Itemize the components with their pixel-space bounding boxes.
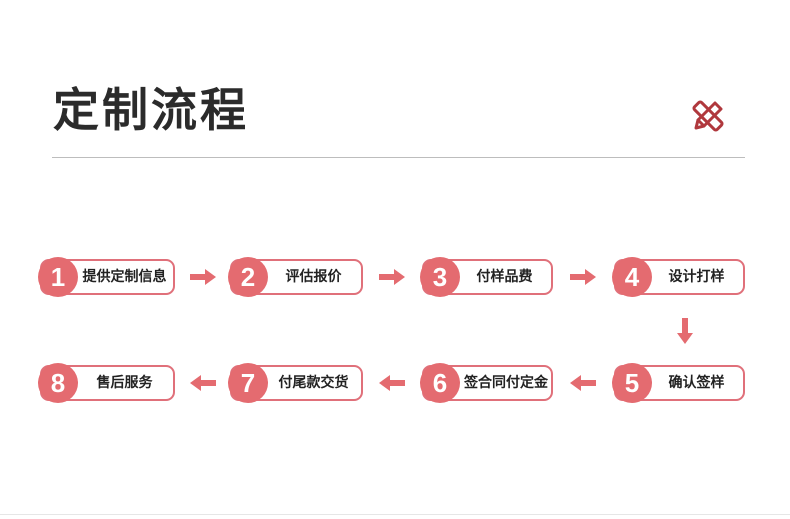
- step-label: 评估报价: [285, 269, 342, 285]
- arrow-right-icon: [570, 269, 596, 285]
- page-title: 定制流程: [53, 83, 249, 137]
- step-1: 1 提供定制信息: [38, 257, 175, 297]
- bottom-divider: [0, 514, 790, 515]
- step-number: 6: [420, 363, 460, 403]
- step-6: 6 签合同付定金: [420, 363, 553, 403]
- step-4: 4 设计打样: [612, 257, 745, 297]
- step-number: 7: [228, 363, 268, 403]
- step-label: 售后服务: [96, 375, 153, 391]
- arrow-left-icon: [190, 375, 216, 391]
- step-number: 3: [420, 257, 460, 297]
- arrow-down-icon: [677, 318, 693, 344]
- arrow-right-icon: [379, 269, 405, 285]
- step-number: 8: [38, 363, 78, 403]
- step-3: 3 付样品费: [420, 257, 553, 297]
- step-8: 8 售后服务: [38, 363, 175, 403]
- step-5: 5 确认签样: [612, 363, 745, 403]
- step-number: 1: [38, 257, 78, 297]
- step-number: 5: [612, 363, 652, 403]
- step-label: 提供定制信息: [82, 269, 167, 285]
- step-number: 2: [228, 257, 268, 297]
- pencil-ruler-icon: [692, 100, 724, 132]
- step-number: 4: [612, 257, 652, 297]
- step-label: 付尾款交货: [278, 375, 349, 391]
- arrow-left-icon: [379, 375, 405, 391]
- step-2: 2 评估报价: [228, 257, 363, 297]
- step-label: 设计打样: [668, 269, 725, 285]
- step-label: 确认签样: [668, 375, 725, 391]
- arrow-right-icon: [190, 269, 216, 285]
- step-label: 签合同付定金: [464, 375, 548, 391]
- arrow-left-icon: [570, 375, 596, 391]
- title-divider: [52, 157, 745, 158]
- step-7: 7 付尾款交货: [228, 363, 363, 403]
- step-label: 付样品费: [476, 269, 533, 285]
